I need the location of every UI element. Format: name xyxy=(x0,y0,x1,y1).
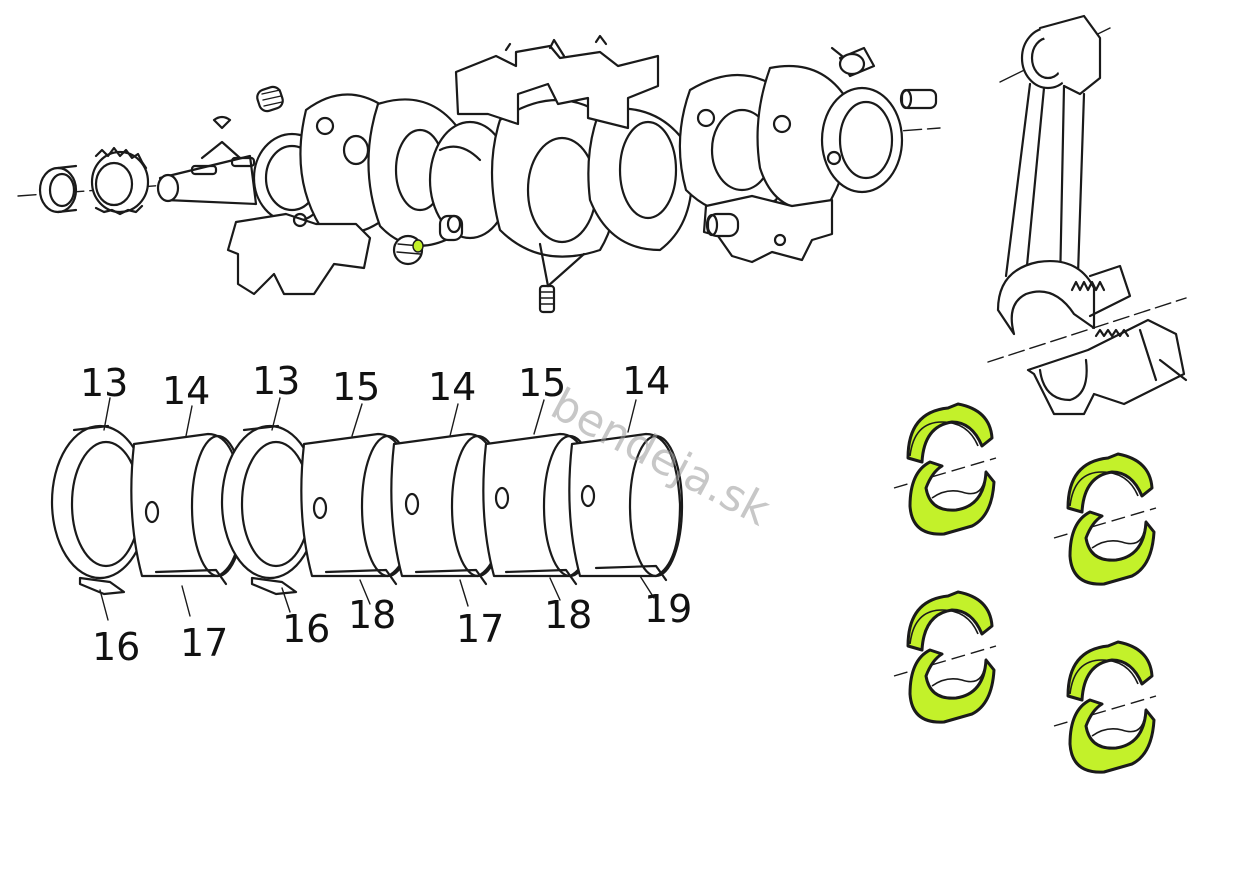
plug-2-icon xyxy=(392,234,424,266)
bearing-shell-pair-1 xyxy=(893,402,997,536)
bearing-shell-pair-4 xyxy=(1053,640,1157,774)
bearing-shell-14c xyxy=(568,432,684,582)
main-bearing-caps-icon xyxy=(226,34,834,296)
rod-bearing-shell-pairs xyxy=(893,402,1157,774)
plug-6-icon xyxy=(705,212,740,238)
part-label: 13 xyxy=(252,359,300,403)
bearing-shell-15a xyxy=(300,432,416,586)
part-labels-top: 13 14 13 15 14 15 14 xyxy=(80,359,670,413)
bearing-shell-upper-icon xyxy=(906,590,994,652)
timing-gear-icon xyxy=(90,146,150,216)
part-label: 16 xyxy=(92,625,140,669)
bearing-shell-upper-icon xyxy=(906,402,994,464)
axis-line xyxy=(1053,507,1157,539)
part-label: 14 xyxy=(622,359,670,403)
screw-icon xyxy=(538,242,586,314)
part-label: 17 xyxy=(180,621,228,665)
crankshaft-assembly xyxy=(17,34,941,314)
plug-3-icon xyxy=(438,214,464,242)
part-label: 16 xyxy=(282,607,330,651)
bearing-shell-lower-icon xyxy=(1068,698,1156,774)
bearing-shell-upper-icon xyxy=(1066,640,1154,702)
bearing-shell-pair-3 xyxy=(893,590,997,724)
bearing-shell-upper-icon xyxy=(1066,452,1154,514)
plug-screws-icon xyxy=(256,46,938,314)
axis-line xyxy=(893,457,997,489)
connecting-rod-icon xyxy=(987,14,1188,416)
part-label: 14 xyxy=(428,365,476,409)
part-label: 18 xyxy=(348,593,396,637)
axis-line xyxy=(1053,695,1157,727)
part-label: 19 xyxy=(644,587,692,631)
bearing-shell-lower-icon xyxy=(908,648,996,724)
axis-line xyxy=(893,645,997,677)
plug-4-icon xyxy=(830,46,876,78)
crankshaft-body-icon xyxy=(252,64,904,258)
part-label: 15 xyxy=(518,361,566,405)
main-bearing-shells: 13 14 13 15 14 15 14 16 17 16 18 17 18 1… xyxy=(50,359,692,669)
seal-ring-icon xyxy=(38,164,78,214)
part-label: 14 xyxy=(162,369,210,413)
part-label: 15 xyxy=(332,365,380,409)
crank-nose-icon xyxy=(156,115,258,206)
part-label: 17 xyxy=(456,607,504,651)
bearing-shell-pair-2 xyxy=(1053,452,1157,586)
part-labels-bottom: 16 17 16 18 17 18 19 xyxy=(92,587,692,669)
bearing-shell-14a xyxy=(130,432,246,586)
leader-lines xyxy=(99,397,655,621)
part-label: 18 xyxy=(544,593,592,637)
bearing-shell-lower-icon xyxy=(908,460,996,536)
part-label: 13 xyxy=(80,361,128,405)
bearing-shell-lower-icon xyxy=(1068,510,1156,586)
plug-5-icon xyxy=(899,88,938,110)
plug-1-icon xyxy=(256,85,284,113)
